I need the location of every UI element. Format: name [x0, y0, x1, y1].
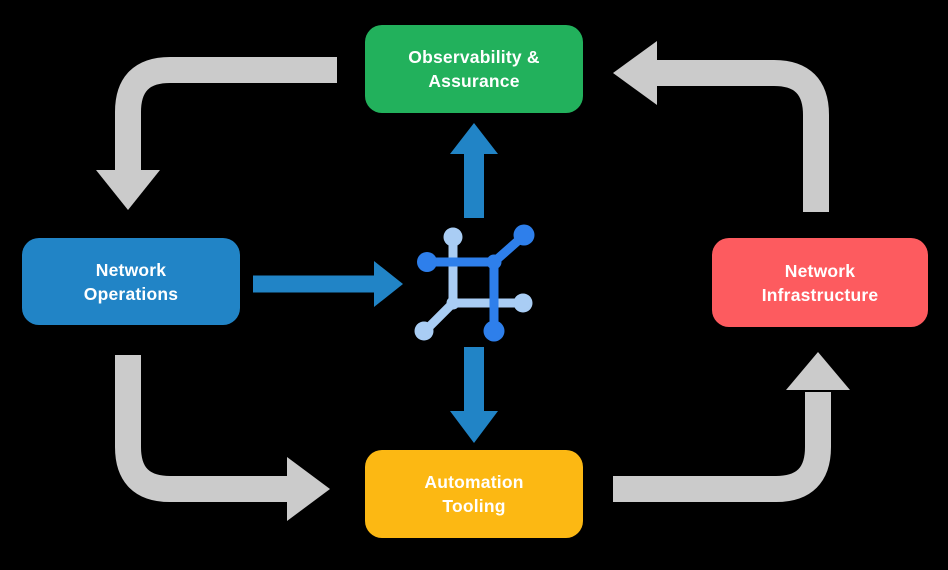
arrow-infrastructure-to-observability-head [613, 41, 657, 105]
node-label-line1: Observability & [408, 47, 540, 67]
gray-flow-arrows [96, 41, 850, 521]
node-label: Automation Tooling [424, 470, 523, 518]
node-automation-tooling: Automation Tooling [365, 450, 583, 538]
arrow-infrastructure-to-observability-shaft [655, 60, 829, 212]
node-label-line2: Operations [83, 283, 179, 304]
mesh-top-right-node [513, 224, 535, 246]
node-label-line2: Infrastructure [761, 284, 879, 305]
node-label-line2: Assurance [428, 71, 520, 91]
node-label: Network Operations [84, 258, 178, 306]
arrow-operations-to-automation-shaft [115, 355, 290, 502]
node-network-infrastructure: Network Infrastructure [712, 238, 928, 327]
mesh-bottom-node [483, 320, 505, 342]
mesh-right-node [513, 293, 533, 313]
node-label: Network Infrastructure [762, 259, 879, 307]
arrow-automation-to-infrastructure-shaft [613, 392, 831, 502]
arrow-center-to-observability-head [450, 123, 498, 154]
mesh-top-stub-and-left-bottom-edges [448, 232, 499, 308]
mesh-bottom-left-node [414, 321, 434, 341]
mesh-bl-corner-joint [446, 296, 460, 310]
arrow-center-to-automation-head [450, 411, 498, 443]
node-label: Observability & Assurance [408, 45, 539, 93]
arrow-operations-to-automation-head [287, 457, 330, 521]
node-label-line1: Automation [424, 472, 524, 492]
mesh-left-node [417, 252, 437, 272]
network-mesh-icon-light-part [414, 227, 533, 341]
arrow-automation-to-infrastructure-head [786, 352, 850, 390]
arrow-operations-to-center-head [374, 261, 403, 307]
node-network-operations: Network Operations [22, 238, 240, 325]
mesh-top-node [443, 227, 463, 247]
mesh-tr-corner-joint [486, 254, 502, 270]
node-label-line2: Tooling [442, 496, 506, 516]
arrow-observability-to-operations-head [96, 170, 160, 210]
node-label-line1: Network [95, 259, 167, 280]
blue-flow-arrows [253, 123, 498, 443]
arrow-observability-to-operations-shaft [115, 57, 337, 172]
node-label-line1: Network [784, 260, 856, 281]
network-mesh-icon-dark-part [417, 224, 535, 342]
network-mesh-icon [414, 224, 535, 342]
node-observability-assurance: Observability & Assurance [365, 25, 583, 113]
